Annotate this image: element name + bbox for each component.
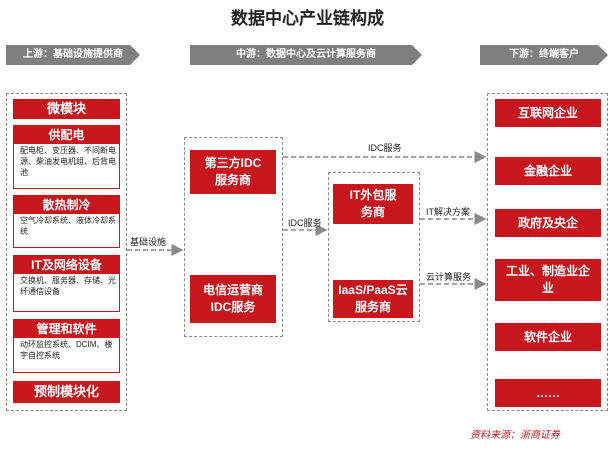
midstream-it-outsourcing: IT外包服务商 xyxy=(333,184,413,224)
upstream-micro-module: 微模块 xyxy=(13,99,120,119)
downstream-item-finance: 金融企业 xyxy=(495,157,601,185)
downstream-container xyxy=(487,93,608,411)
upstream-cooling-title: 散热制冷 xyxy=(14,196,119,214)
banner-upstream-label: 上游：基础设施提供商 xyxy=(23,49,123,60)
downstream-item-industry: 工业、制造业企业 xyxy=(495,259,601,301)
banner-arrow-shape xyxy=(480,45,608,65)
upstream-power-desc: 配电柜、变压器、不间断电源、柴油发电机组、后背电池 xyxy=(20,146,116,177)
banner-arrow-shape xyxy=(190,45,422,65)
midstream-third-party-idc-label: 第三方IDC服务商 xyxy=(204,156,262,187)
midstream-cloud-container xyxy=(328,172,420,322)
midstream-idc-container xyxy=(184,137,283,337)
banner-downstream: 下游：终端客户 xyxy=(480,45,608,65)
midstream-iaas-paas-label: IaaS/PaaS云服务商 xyxy=(338,283,408,314)
upstream-power-title: 供配电 xyxy=(14,126,119,144)
arrow-label-idc-mid: IDC服务 xyxy=(288,218,322,228)
arrow-label-it-solution: IT解决方案 xyxy=(426,207,470,217)
upstream-management-desc: 动环监控系统、DCIM、楼宇自控系统 xyxy=(20,340,113,360)
banner-upstream: 上游：基础设施提供商 xyxy=(6,45,140,65)
upstream-it-network-title: IT及网络设备 xyxy=(14,256,119,274)
banner-midstream: 中游：数据中心及云计算服务商 xyxy=(190,45,422,65)
upstream-it-network-desc: 交换机、服务器、存储、光纤通信设备 xyxy=(20,276,116,296)
midstream-third-party-idc: 第三方IDC服务商 xyxy=(190,150,276,194)
upstream-management-title: 管理和软件 xyxy=(14,320,119,338)
upstream-it-network: IT及网络设备 交换机、服务器、存储、光纤通信设备 xyxy=(13,255,120,312)
banner-midstream-label: 中游：数据中心及云计算服务商 xyxy=(236,49,376,60)
upstream-management: 管理和软件 动环监控系统、DCIM、楼宇自控系统 xyxy=(13,319,120,373)
upstream-cooling: 散热制冷 空气冷却系统、液体冷却系统 xyxy=(13,195,120,248)
downstream-item-software: 软件企业 xyxy=(495,323,601,351)
source-note: 资料来源：浙商证券 xyxy=(470,430,560,441)
downstream-item-more: …… xyxy=(495,379,601,407)
midstream-telecom-idc: 电信运营商IDC服务 xyxy=(190,275,276,323)
upstream-container xyxy=(6,93,127,411)
midstream-iaas-paas: IaaS/PaaS云服务商 xyxy=(333,280,413,318)
banner-downstream-label: 下游：终端客户 xyxy=(509,49,579,60)
arrow-label-idc-top: IDC服务 xyxy=(368,143,402,153)
arrow-label-cloud-service: 云计算服务 xyxy=(426,272,472,282)
upstream-cooling-desc: 空气冷却系统、液体冷却系统 xyxy=(20,216,116,236)
midstream-it-outsourcing-label: IT外包服务商 xyxy=(349,188,397,219)
downstream-item-internet: 互联网企业 xyxy=(495,99,601,127)
downstream-list: 互联网企业 金融企业 政府及央企 工业、制造业企业 软件企业 …… xyxy=(495,99,601,407)
upstream-power: 供配电 配电柜、变压器、不间断电源、柴油发电机组、后背电池 xyxy=(13,125,120,189)
downstream-item-government: 政府及央企 xyxy=(495,209,601,237)
midstream-telecom-idc-label: 电信运营商IDC服务 xyxy=(202,283,263,314)
arrow-label-infrastructure: 基础设施 xyxy=(130,237,167,247)
diagram-title: 数据中心产业链构成 xyxy=(231,9,384,28)
upstream-prefab: 预制模块化 xyxy=(13,381,120,403)
banner-arrow-shape xyxy=(6,45,140,65)
